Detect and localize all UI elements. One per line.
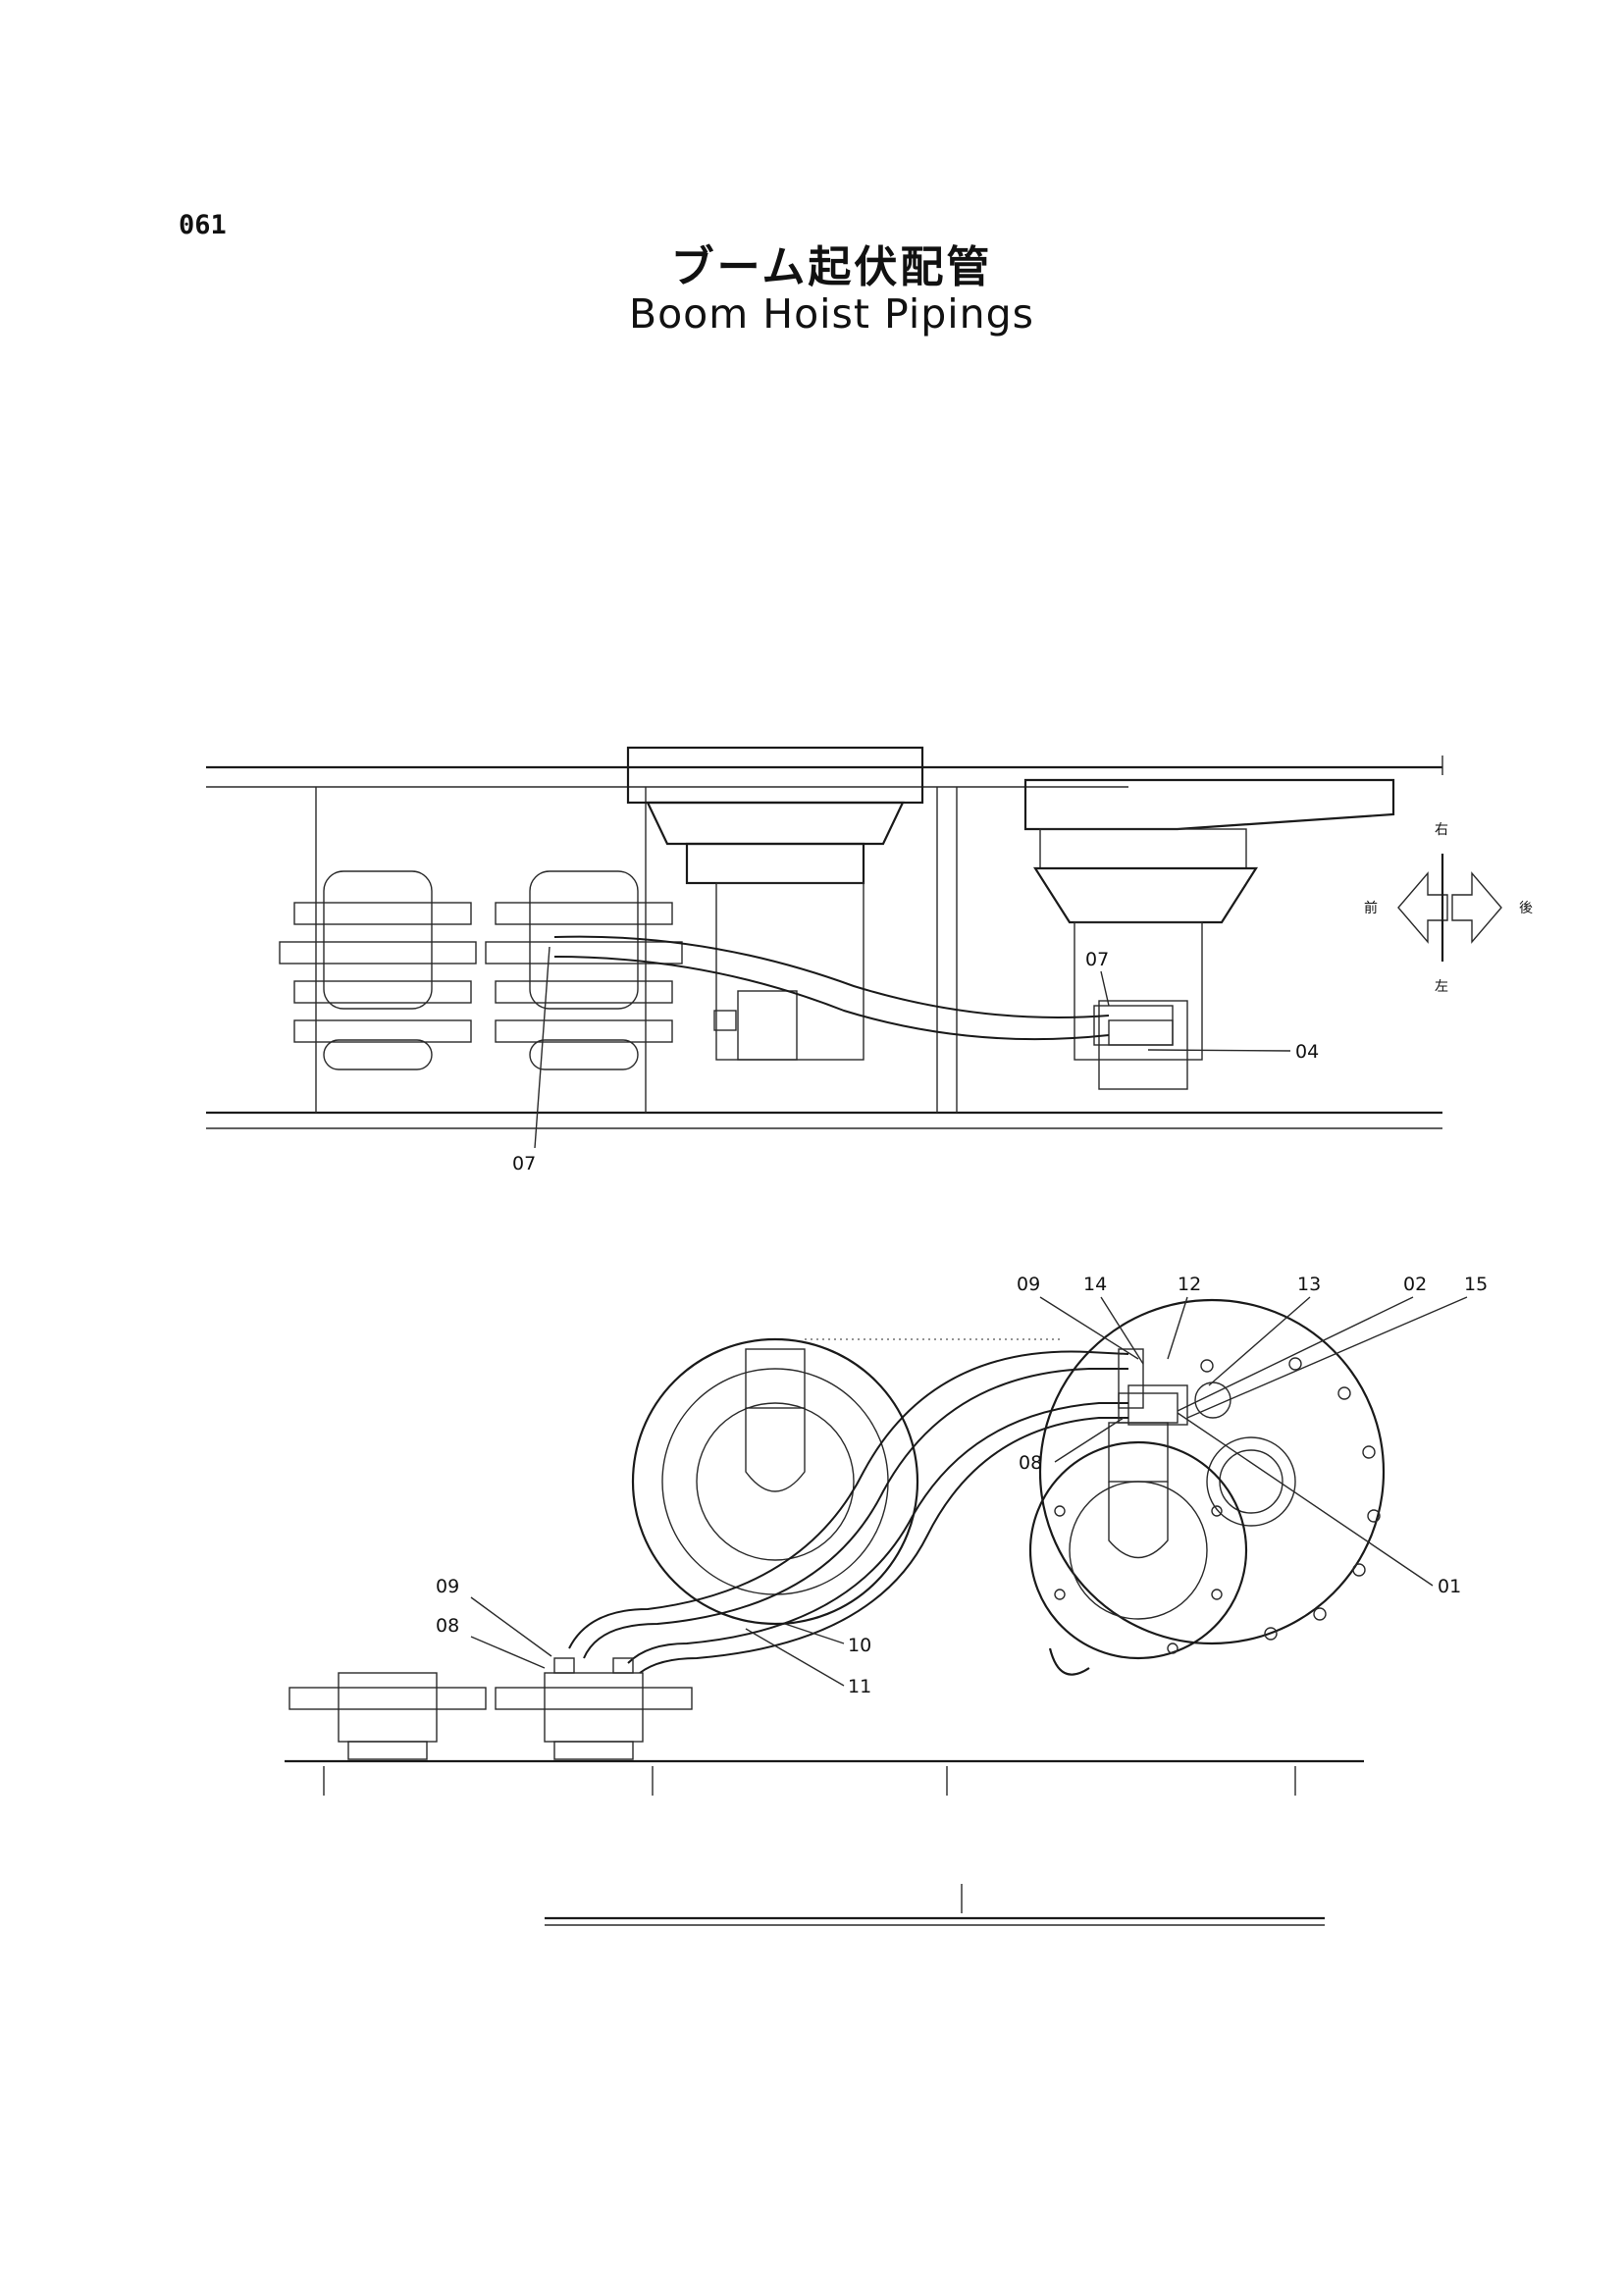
compass-left-label: 左	[1435, 979, 1448, 995]
callout-15: 15	[1464, 1274, 1488, 1295]
title-english: Boom Hoist Pipings	[628, 290, 1035, 338]
top-view-frame	[206, 756, 1443, 1129]
compass-right-label: 右	[1435, 822, 1448, 838]
direction-compass: 右 前 後 左	[1364, 822, 1533, 995]
callout-07-top: 07	[1085, 949, 1109, 970]
callout-08-left: 08	[436, 1615, 459, 1637]
control-valve-bank-left	[279, 870, 477, 1070]
callout-11: 11	[848, 1676, 871, 1697]
hoist-motor-top	[1023, 778, 1395, 1090]
compass-rear-label: 後	[1519, 901, 1533, 916]
side-view-callouts-top: 09 14 12 13 02 15	[1017, 1274, 1488, 1419]
callout-09-top: 09	[1017, 1274, 1040, 1295]
control-valve-bank-right	[485, 870, 683, 1070]
callout-01: 01	[1438, 1576, 1461, 1597]
top-view-callouts: 07 04 07	[512, 946, 1319, 1174]
compass-front-label: 前	[1364, 900, 1378, 916]
callout-08-right: 08	[1019, 1452, 1042, 1474]
callout-14: 14	[1083, 1274, 1107, 1295]
side-view-callouts-side: 08 01 09 08 10 11	[436, 1412, 1461, 1697]
callout-04: 04	[1295, 1041, 1319, 1063]
winch-drum-side	[631, 1337, 1060, 1626]
side-view-hoses	[568, 1348, 1179, 1674]
side-view-base-lines	[285, 1759, 1364, 1926]
callout-07-bottom: 07	[512, 1153, 536, 1174]
callout-09-left: 09	[436, 1576, 459, 1597]
callout-02: 02	[1403, 1274, 1427, 1295]
hoist-gearbox-side	[1028, 1298, 1386, 1676]
callout-13: 13	[1297, 1274, 1321, 1295]
swing-motor-top	[626, 746, 924, 1061]
top-view-hoses	[553, 935, 1174, 1046]
side-view-valve-blocks	[288, 1657, 693, 1760]
callout-10: 10	[848, 1635, 871, 1656]
callout-12: 12	[1178, 1274, 1201, 1295]
page-number: 061	[179, 210, 227, 240]
title-japanese: ブーム起伏配管	[670, 242, 993, 292]
gearbox-bolts	[1054, 1357, 1381, 1654]
